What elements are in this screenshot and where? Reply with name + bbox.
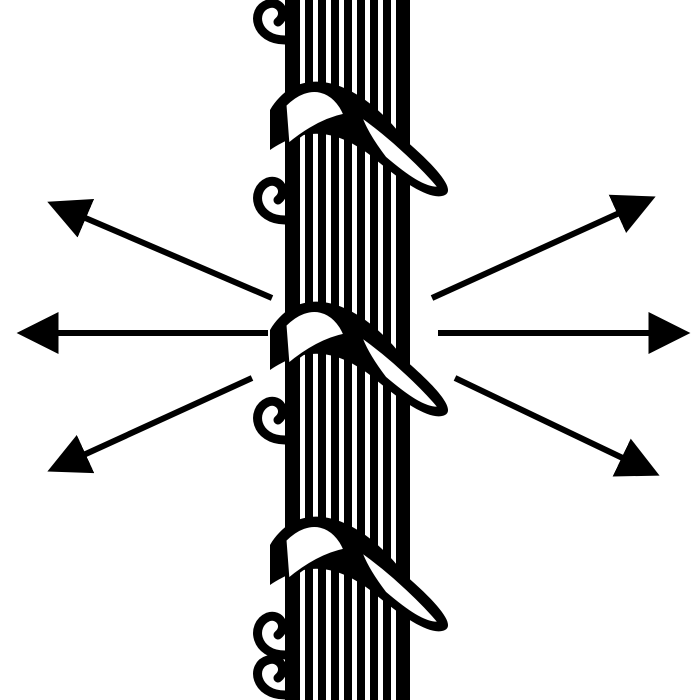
helix-curl <box>253 176 290 225</box>
helix-face <box>283 89 348 149</box>
helix-face <box>283 524 348 584</box>
helix-face <box>357 546 443 625</box>
fiber-group <box>253 0 449 700</box>
helix-curl <box>253 0 290 45</box>
helix-face <box>357 331 443 410</box>
helix-face <box>283 309 348 369</box>
helix-curl <box>253 611 290 660</box>
arrows-group <box>16 194 691 477</box>
helix-curl <box>253 654 290 700</box>
radial-arrow <box>453 375 660 477</box>
radial-arrow <box>47 198 274 301</box>
radial-arrow <box>47 375 254 474</box>
helix-curl <box>253 396 290 445</box>
helix-face <box>357 111 443 190</box>
radial-arrow <box>430 194 656 301</box>
